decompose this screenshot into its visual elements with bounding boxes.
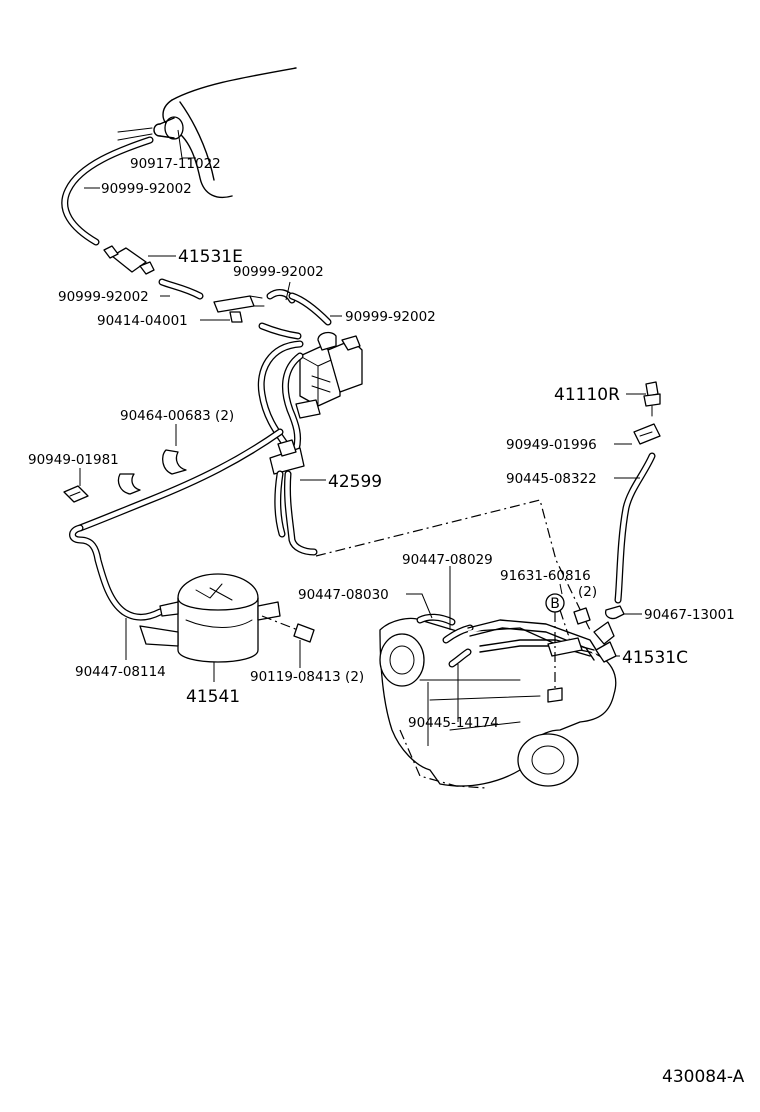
label-90999-92002-d: 90999-92002 [345, 309, 436, 325]
fuel-tank [162, 67, 297, 199]
clamp-90464-00683 [117, 449, 187, 495]
clip-90949-01981 [63, 485, 89, 503]
hose-90999-92002-b [158, 278, 204, 300]
label-91631-60816: 91631-60816 [500, 568, 591, 584]
label-90949-01996: 90949-01996 [506, 437, 597, 453]
label-90999-92002-c: 90999-92002 [233, 264, 324, 280]
label-42599: 42599 [328, 472, 382, 492]
reference-line-dashed [315, 499, 591, 641]
label-41541: 41541 [186, 687, 240, 707]
label-90445-14174: 90445-14174 [408, 715, 499, 731]
long-vapor-line [76, 428, 284, 532]
hose-90445-08322 [614, 452, 656, 604]
bracket-91631-60816 [547, 607, 591, 657]
label-90447-08029: 90447-08029 [402, 552, 493, 568]
tee-union-90414-04001 [213, 295, 265, 323]
hose-lower-harness [274, 470, 318, 556]
label-90447-08030: 90447-08030 [298, 587, 389, 603]
label-90467-13001: 90467-13001 [644, 607, 735, 623]
engine-block [379, 617, 617, 789]
charcoal-canister-41541 [139, 573, 281, 663]
label-41531c: 41531C [622, 648, 688, 668]
label-41110r: 41110R [554, 385, 620, 405]
label-41531e: 41531E [178, 247, 243, 267]
label-90119-08413: 90119-08413 (2) [250, 669, 364, 685]
label-90445-08322: 90445-08322 [506, 471, 597, 487]
label-90999-92002-b: 90999-92002 [58, 289, 149, 305]
clip-90949-01996 [633, 423, 661, 445]
vacuum-switching-valve-cluster [295, 331, 363, 419]
harness-clamp-42599 [269, 439, 305, 475]
reference-mark-b: B [545, 593, 565, 703]
vent-hose-upper [61, 136, 154, 246]
label-90414-04001: 90414-04001 [97, 313, 188, 329]
label-91631-60816-qty: (2) [578, 584, 597, 600]
label-90464-00683: 90464-00683 (2) [120, 408, 234, 424]
hose-clamp-90467-13001 [604, 605, 625, 620]
vacuum-switch-41110r [643, 381, 661, 417]
illustration-id: 430084-A [662, 1067, 745, 1087]
label-90917-11022: 90917-11022 [130, 156, 221, 172]
reference-mark-b-letter: B [550, 596, 560, 612]
check-valve-41531e [103, 245, 155, 275]
hose-short-center [258, 322, 302, 340]
bolt-90119-08413 [261, 615, 315, 643]
hose-90999-92002-d [288, 292, 332, 326]
leader-lines [79, 129, 646, 746]
label-90949-01981: 90949-01981 [28, 452, 119, 468]
hose-90447-08114 [69, 524, 164, 621]
label-90447-08114: 90447-08114 [75, 664, 166, 680]
label-90999-92002-a: 90999-92002 [101, 181, 192, 197]
